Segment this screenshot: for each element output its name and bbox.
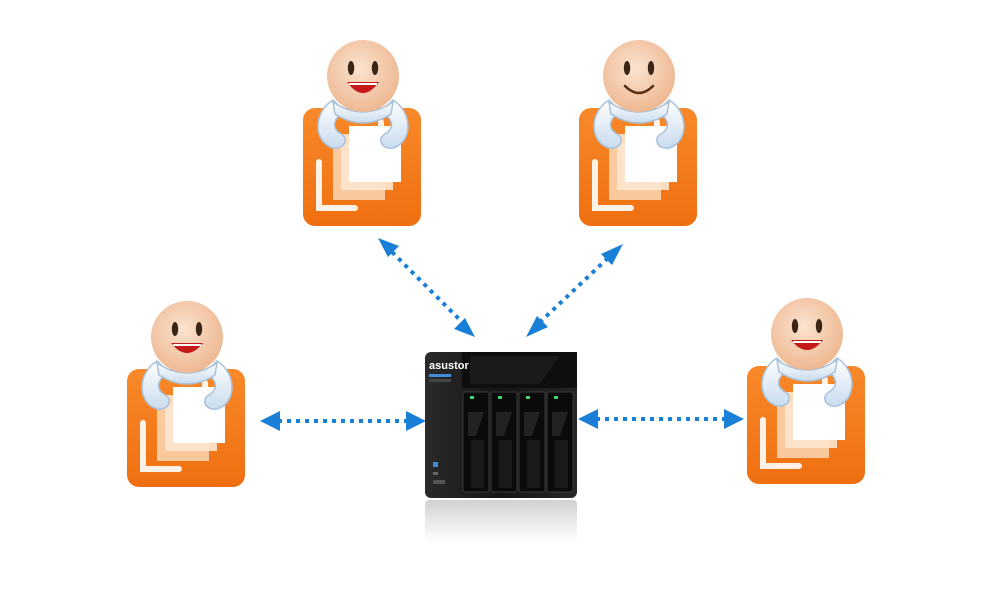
arrow-left-to-nas: [260, 411, 426, 431]
arrow-top-left-to-nas: [378, 238, 475, 337]
arrow-top-right-to-nas: [526, 244, 623, 337]
drive-bay: [462, 391, 490, 493]
arrow-right-to-nas: [578, 409, 744, 429]
drive-bay: [490, 391, 518, 493]
connection-arrows: [260, 238, 744, 431]
drive-bays: [462, 391, 574, 493]
drive-bay: [546, 391, 574, 493]
nas-server: asustor: [425, 352, 577, 542]
user-top-right: [579, 40, 697, 226]
user-left: [127, 301, 245, 487]
nas-brand-label: asustor: [429, 360, 469, 372]
user-right: [747, 298, 865, 484]
user-top-left: [303, 40, 421, 226]
smiling-mouth-icon: [623, 84, 655, 95]
drive-bay: [518, 391, 546, 493]
